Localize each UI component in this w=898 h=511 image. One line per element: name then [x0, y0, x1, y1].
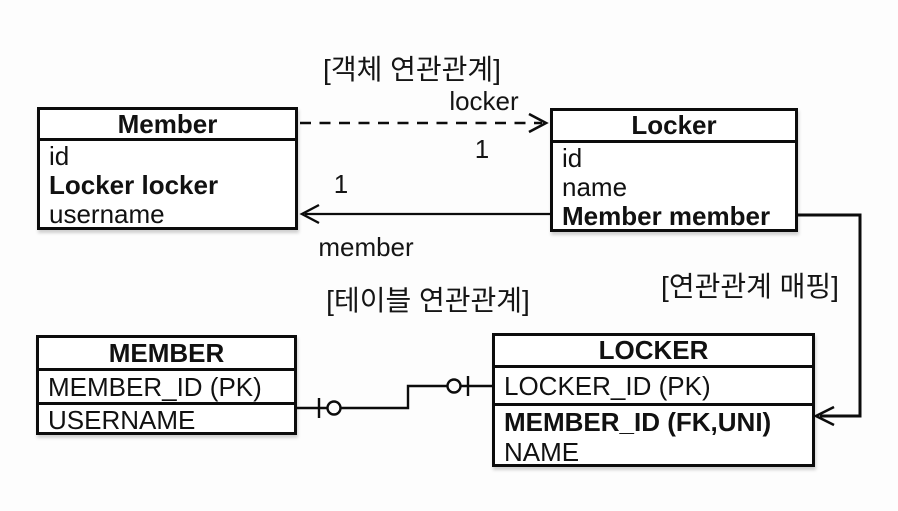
mapping-section-label: [연관관계 매핑] [661, 271, 839, 302]
locker-field-name: name [562, 172, 628, 201]
locker-table-fk-row: MEMBER_ID (FK,UNI) [504, 407, 772, 437]
member-table-username-row: USERNAME [48, 405, 196, 432]
member-reference-arrow [299, 203, 550, 225]
member-role-label: member [318, 232, 414, 262]
member-field-id: id [49, 141, 70, 170]
table-association-section-label: [테이블 연관관계] [326, 285, 530, 316]
member-table-box: MEMBER MEMBER_ID (PK) USERNAME [36, 335, 297, 435]
member-class-box: Member id Locker locker username [37, 107, 298, 230]
object-association-section-label: [객체 연관관계] [323, 54, 501, 85]
zero-circle-locker-side [446, 378, 462, 394]
member-field-username: username [49, 199, 165, 228]
member-class-title: Member [40, 110, 295, 141]
locker-field-id: id [562, 143, 583, 172]
locker-table-title: LOCKER [495, 336, 812, 368]
locker-class-title: Locker [553, 111, 795, 143]
locker-table-box: LOCKER LOCKER_ID (PK) MEMBER_ID (FK,UNI)… [492, 333, 815, 467]
zero-circle-member-side [326, 400, 342, 416]
member-table-pk-row: MEMBER_ID (PK) [39, 371, 294, 405]
locker-role-label: locker [449, 86, 519, 116]
locker-class-box: Locker id name Member member [550, 108, 798, 232]
locker-table-pk-row: LOCKER_ID (PK) [495, 368, 812, 406]
locker-table-name-row: NAME [504, 438, 580, 464]
table-relationship-connector [296, 376, 493, 418]
locker-field-member: Member member [562, 201, 771, 230]
locker-reference-dashed-arrow [300, 112, 549, 134]
member-field-locker: Locker locker [49, 170, 219, 199]
locker-multiplicity-label: 1 [474, 134, 490, 164]
member-multiplicity-label: 1 [333, 169, 349, 199]
association-mapping-arrow [797, 213, 862, 427]
member-table-title: MEMBER [39, 338, 294, 371]
